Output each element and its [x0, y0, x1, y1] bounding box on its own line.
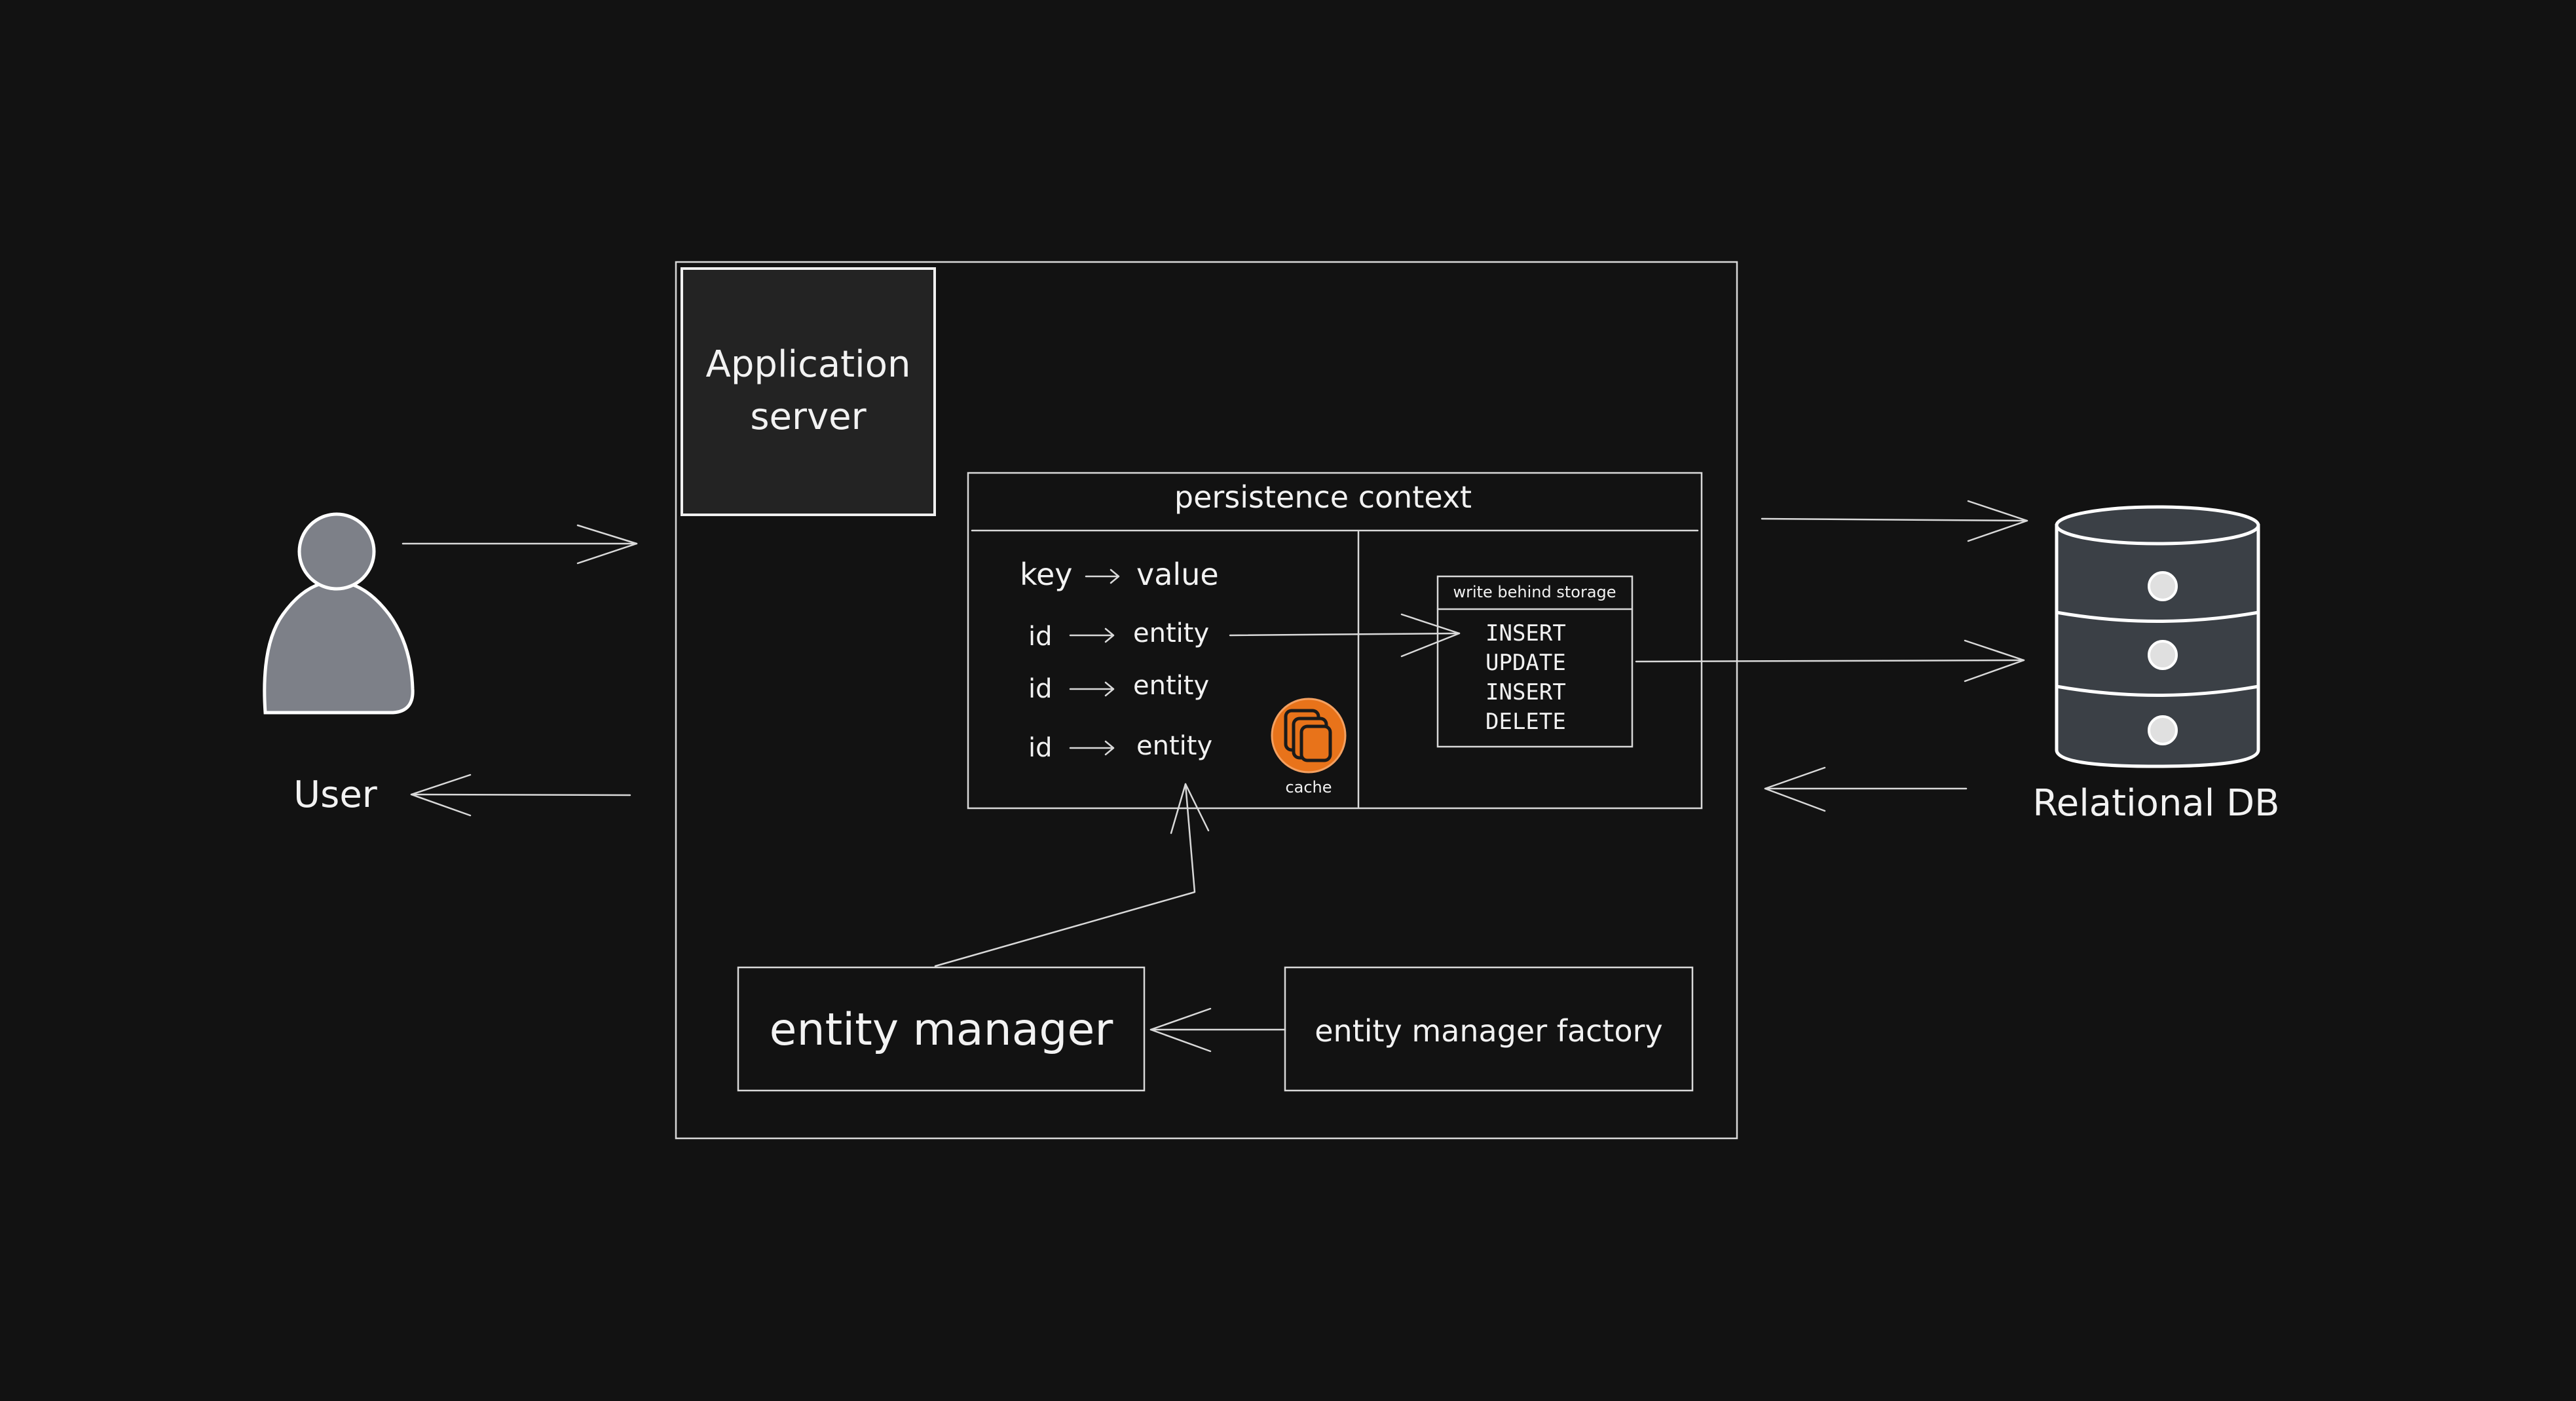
row-value: entity	[1136, 731, 1212, 761]
header-arrow-icon	[1085, 569, 1120, 584]
factory-to-manager-arrow	[1149, 1007, 1286, 1053]
server-to-db-arrow	[1761, 500, 2028, 542]
write-op-insert: INSERT	[1485, 620, 1566, 646]
row-value: entity	[1133, 671, 1209, 701]
persistence-row: id entity	[1028, 731, 1212, 763]
row-arrow-icon	[1069, 740, 1115, 756]
row-key: id	[1028, 622, 1053, 652]
application-server-container	[675, 261, 1738, 1140]
user-label: User	[293, 774, 378, 816]
write-op-insert: INSERT	[1485, 679, 1566, 705]
row-key: id	[1028, 733, 1053, 763]
cache-icon	[1271, 698, 1347, 774]
application-server-label-box	[681, 267, 936, 516]
row-value: entity	[1133, 618, 1209, 648]
entity-to-storage-arrow	[1229, 613, 1461, 658]
db-to-server-arrow	[1764, 766, 1968, 812]
cache-label: cache	[1285, 778, 1332, 796]
write-behind-title: write behind storage	[1453, 583, 1616, 601]
application-server-label-line2: server	[750, 396, 867, 438]
entity-manager-box	[737, 966, 1146, 1092]
manager-to-persistence-arrow	[934, 783, 1210, 967]
row-arrow-icon	[1069, 681, 1115, 697]
persistence-context-title: persistence context	[1174, 479, 1472, 515]
write-op-update: UPDATE	[1485, 650, 1566, 676]
write-op-delete: DELETE	[1485, 709, 1566, 735]
row-key: id	[1028, 674, 1053, 704]
persistence-context-box	[967, 472, 1703, 810]
server-to-user-arrow	[410, 774, 631, 817]
persistence-row: id entity	[1028, 671, 1209, 704]
database-icon	[2055, 505, 2260, 768]
entity-manager-label: entity manager	[770, 1004, 1113, 1056]
persistence-row: id entity	[1028, 618, 1209, 652]
entity-manager-factory-label: entity manager factory	[1315, 1013, 1663, 1049]
row-arrow-icon	[1069, 627, 1115, 643]
write-behind-storage-box	[1436, 575, 1633, 748]
user-to-server-arrow	[401, 524, 638, 565]
persistence-header-key: key	[1020, 557, 1073, 592]
persistence-header-value: value	[1136, 557, 1219, 592]
user-icon	[263, 512, 415, 715]
application-server-label-line1: Application	[706, 343, 911, 386]
relational-db-label: Relational DB	[2032, 782, 2279, 825]
storage-to-db-arrow	[1635, 639, 2025, 682]
